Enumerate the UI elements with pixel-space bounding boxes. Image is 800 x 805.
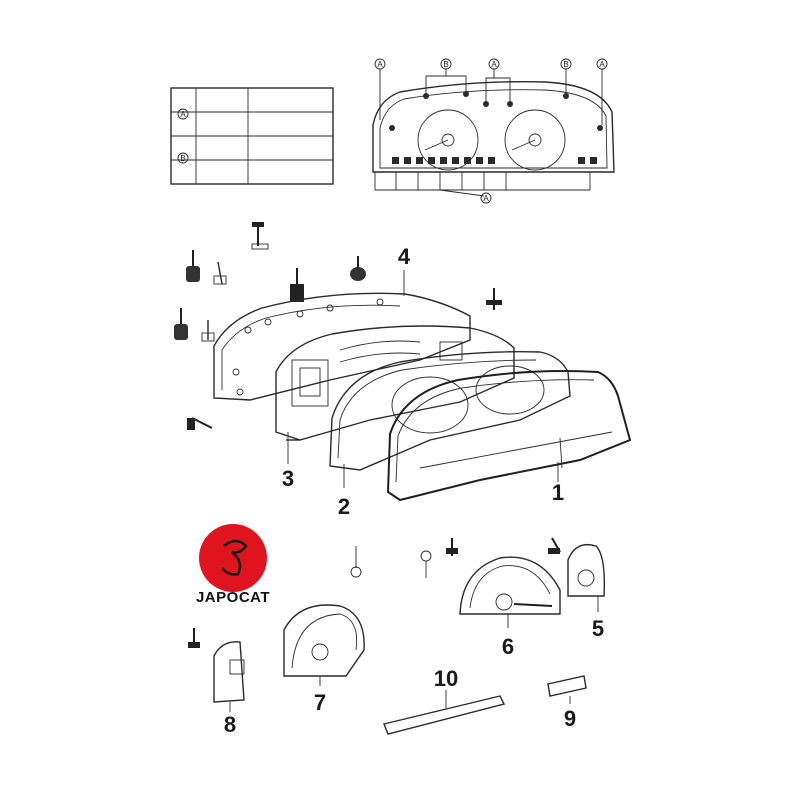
part-1-lens xyxy=(386,370,632,502)
svg-text:B: B xyxy=(563,60,568,69)
rear-tag-a-bottom: A xyxy=(480,192,492,204)
screw-gauge-8 xyxy=(188,628,200,648)
clip-round xyxy=(350,256,366,281)
screw-gauge-5 xyxy=(548,537,561,554)
callout-4: 4 xyxy=(398,244,411,269)
svg-text:A: A xyxy=(599,60,605,69)
exploded-cluster-assembly xyxy=(174,222,632,502)
part-8-bracket xyxy=(188,628,245,712)
reference-table: A B xyxy=(170,87,334,185)
connector-pin-row xyxy=(392,157,597,164)
pin-gauge-6 xyxy=(420,550,432,578)
rear-tag-a-center: A xyxy=(485,58,511,104)
logo-red-circle xyxy=(199,524,267,592)
svg-text:A: A xyxy=(483,194,489,203)
callout-7: 7 xyxy=(314,690,326,715)
callout-8: 8 xyxy=(224,712,236,737)
svg-text:B: B xyxy=(180,154,185,163)
svg-text:A: A xyxy=(491,60,497,69)
rear-tag-b-right: B xyxy=(560,58,572,93)
rear-tag-b-left: B xyxy=(425,58,467,96)
logo-text: JAPOCAT xyxy=(196,589,270,606)
part-6-speedometer xyxy=(420,538,561,628)
rear-tag-a-right: A xyxy=(596,58,608,125)
part-5-small-gauge xyxy=(548,537,606,612)
cluster-rear-view: A B A B A A xyxy=(372,58,615,204)
screw-gauge-6 xyxy=(446,538,458,556)
part-10-strip xyxy=(383,690,506,735)
part-9-plate xyxy=(547,675,587,704)
svg-text:B: B xyxy=(443,60,448,69)
callout-9: 9 xyxy=(564,706,576,731)
callout-6: 6 xyxy=(502,634,514,659)
clip-upper-left xyxy=(186,250,227,285)
clip-connector xyxy=(290,268,304,302)
part-3-case-housing xyxy=(275,325,515,441)
callout-5: 5 xyxy=(592,616,604,641)
table-row-a-tag: A xyxy=(177,108,189,120)
screw-bottom-left xyxy=(187,417,213,430)
callout-2: 2 xyxy=(338,494,350,519)
part-2-frame xyxy=(329,351,571,471)
callout-1: 1 xyxy=(552,480,564,505)
pin-gauge-7 xyxy=(350,546,362,578)
logo-mark-icon xyxy=(221,539,248,576)
screw-top xyxy=(251,222,269,250)
part-4-circuit-board xyxy=(213,292,471,401)
callout-3: 3 xyxy=(282,466,294,491)
clip-lower-left xyxy=(174,308,215,342)
part-7-tachometer xyxy=(283,546,365,686)
japocat-logo: JAPOCAT xyxy=(196,524,270,606)
table-row-b-tag: B xyxy=(177,152,189,164)
svg-text:A: A xyxy=(377,60,383,69)
callout-10: 10 xyxy=(434,666,458,691)
svg-text:A: A xyxy=(180,110,186,119)
screw-right xyxy=(486,288,502,310)
rear-tag-a-left: A xyxy=(374,58,386,120)
